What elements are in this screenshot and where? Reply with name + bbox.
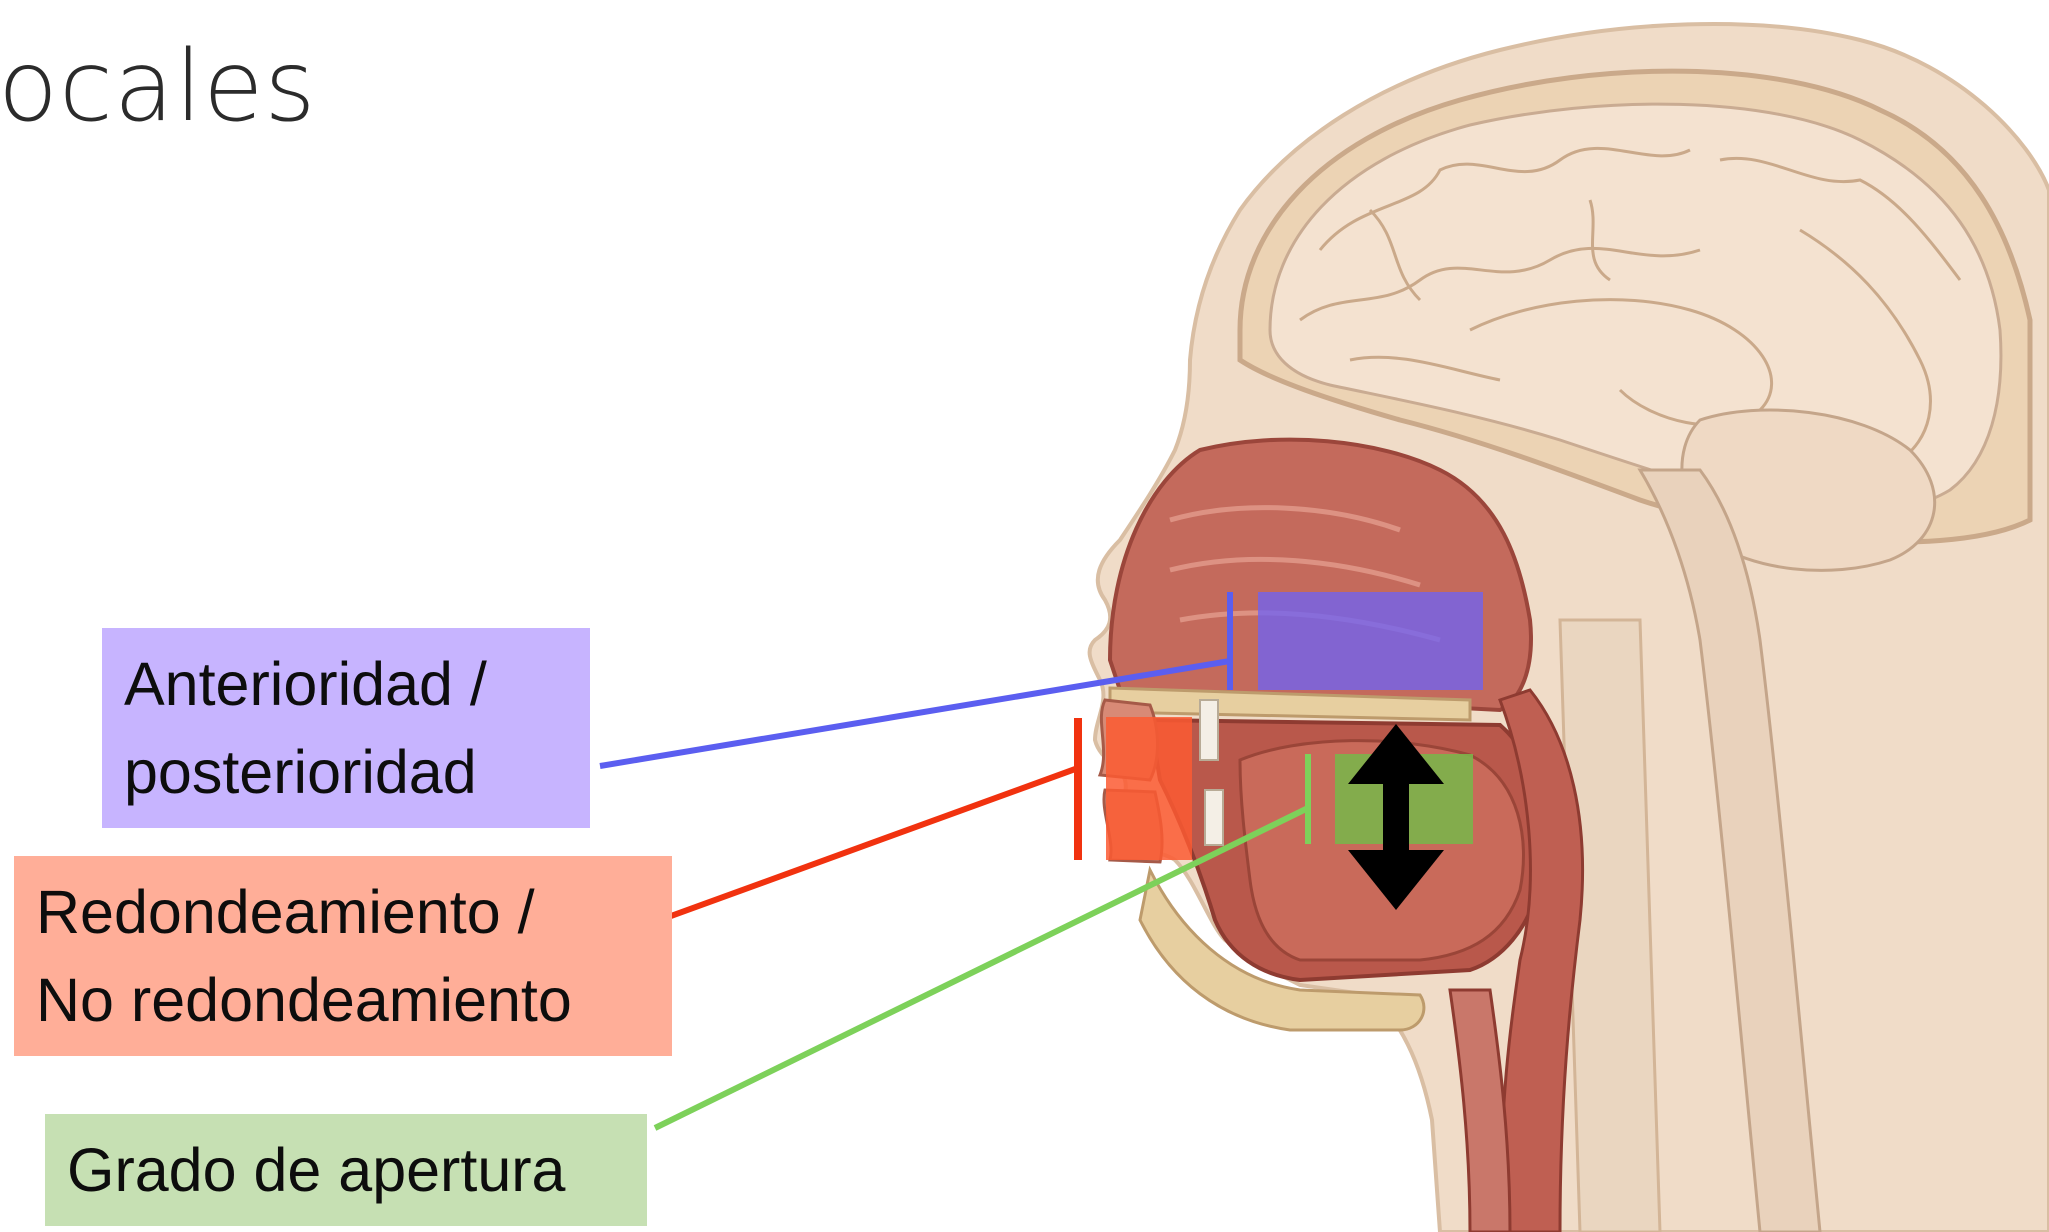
anterioridad-label-line1: Anterioridad / <box>124 640 568 728</box>
anterioridad-label: Anterioridad / posterioridad <box>102 628 590 828</box>
anterioridad-label-line2: posterioridad <box>124 728 568 816</box>
redondeamiento-connector <box>605 768 1078 940</box>
anterioridad-highlight <box>1258 592 1483 690</box>
lower-teeth <box>1205 790 1223 845</box>
apertura-label-line1: Grado de apertura <box>67 1126 625 1214</box>
redondeamiento-label: Redondeamiento / No redondeamiento <box>14 856 672 1056</box>
redondeamiento-highlight <box>1106 717 1192 860</box>
apertura-label: Grado de apertura <box>45 1114 647 1226</box>
upper-teeth <box>1200 700 1218 760</box>
redondeamiento-label-line1: Redondeamiento / <box>36 868 650 956</box>
redondeamiento-label-line2: No redondeamiento <box>36 956 650 1044</box>
